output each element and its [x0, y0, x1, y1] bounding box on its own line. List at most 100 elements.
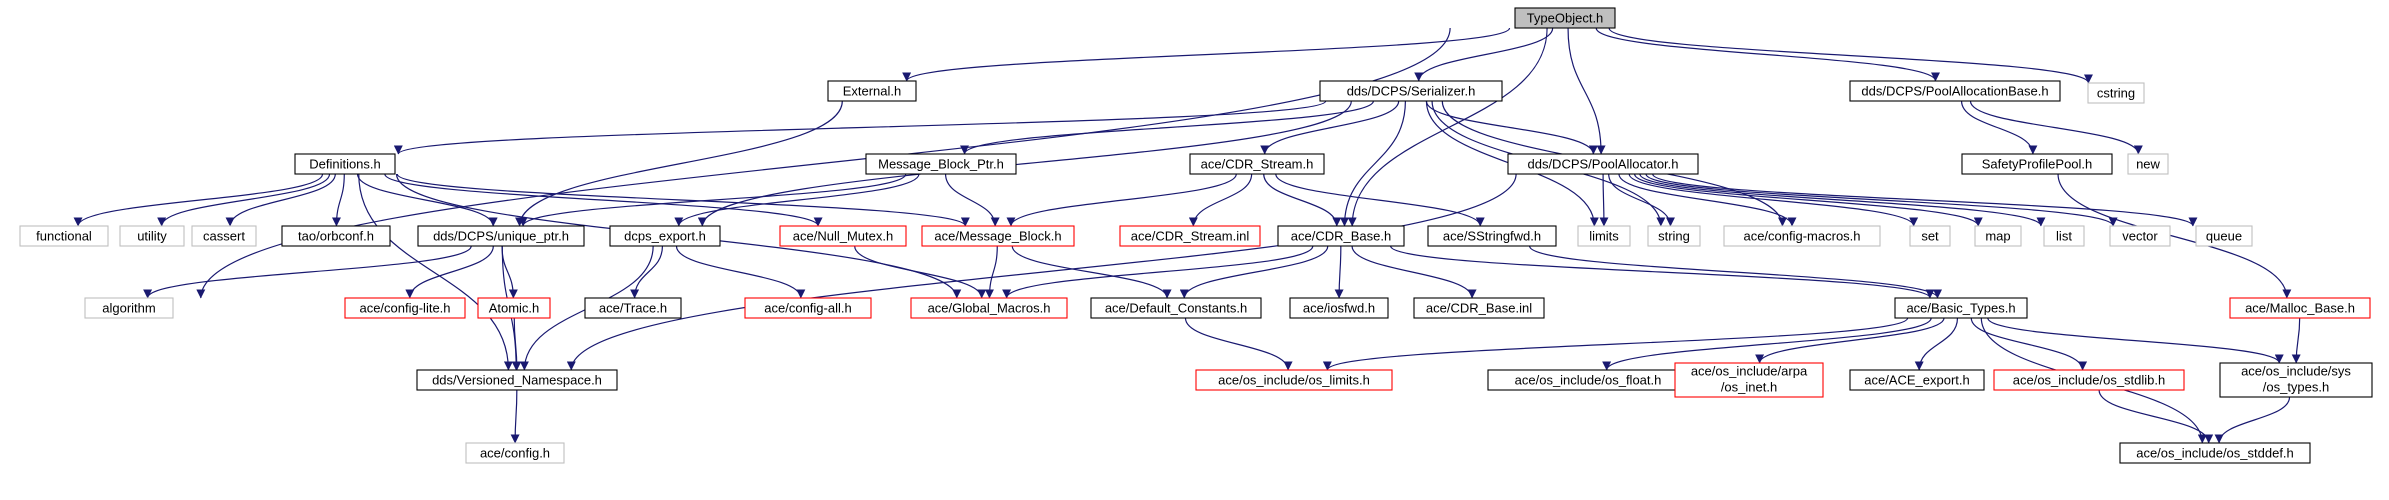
edge-cdrbase-to-defaultconst [1179, 245, 1329, 299]
edge-poolallocbase-to-new [1969, 100, 2143, 155]
node-mallocbase[interactable]: ace/Malloc_Base.h [2229, 297, 2371, 319]
node-box [1189, 153, 1325, 175]
node-cdrstreaminl[interactable]: ace/CDR_Stream.inl [1119, 225, 1261, 247]
node-poolallocator[interactable]: dds/DCPS/PoolAllocator.h [1507, 153, 1699, 175]
node-box [1289, 297, 1389, 319]
node-string[interactable]: string [1647, 225, 1701, 247]
node-box [294, 153, 396, 175]
edge-poolallocator-to-vector [1645, 173, 2118, 227]
edge-poolallocator-to-list [1639, 173, 2046, 227]
node-cstring[interactable]: cstring [2087, 82, 2145, 104]
node-box [281, 225, 391, 247]
node-aceexport[interactable]: ace/ACE_export.h [1849, 369, 1985, 391]
node-configmacros[interactable]: ace/config-macros.h [1723, 225, 1881, 247]
node-cassert[interactable]: cassert [191, 225, 257, 247]
node-queue[interactable]: queue [2195, 225, 2253, 247]
edge-poolallocator-to-limits [1599, 173, 1609, 227]
node-configh[interactable]: ace/config.h [465, 442, 565, 464]
node-label: dds/Versioned_Namespace.h [432, 372, 602, 387]
node-functional[interactable]: functional [19, 225, 109, 247]
node-osstdlib[interactable]: ace/os_include/os_stdlib.h [1993, 369, 2185, 391]
node-box [609, 225, 721, 247]
node-box [2195, 225, 2253, 247]
node-cdrstream[interactable]: ace/CDR_Stream.h [1189, 153, 1325, 175]
node-globalmacros[interactable]: ace/Global_Macros.h [910, 297, 1068, 319]
node-box [191, 225, 257, 247]
node-trace[interactable]: ace/Trace.h [584, 297, 682, 319]
node-box [2043, 225, 2085, 247]
node-map[interactable]: map [1974, 225, 2022, 247]
edge-defaultconst-to-oslimits [1184, 317, 1293, 371]
node-versionedns[interactable]: dds/Versioned_Namespace.h [416, 369, 618, 391]
node-vector[interactable]: vector [2109, 225, 2171, 247]
node-defaultconst[interactable]: ace/Default_Constants.h [1090, 297, 1262, 319]
edge-typeobject-to-external [902, 27, 1511, 82]
node-cdrbase[interactable]: ace/CDR_Base.h [1277, 225, 1405, 247]
edge-atomic-to-versionedns [512, 317, 522, 371]
node-label: Message_Block_Ptr.h [878, 156, 1004, 171]
node-serializer[interactable]: dds/DCPS/Serializer.h [1319, 80, 1503, 102]
node-limits[interactable]: limits [1577, 225, 1631, 247]
node-label: ace/Basic_Types.h [1906, 300, 2015, 315]
node-box [1514, 7, 1616, 29]
edge-cdrbase-to-cdrbaseinl [1351, 245, 1477, 299]
node-configlite[interactable]: ace/config-lite.h [344, 297, 466, 319]
node-label: /os_types.h [2263, 379, 2330, 394]
node-box [19, 225, 109, 247]
node-box [1961, 153, 2113, 175]
node-label: dds/DCPS/unique_ptr.h [433, 228, 569, 243]
node-oslimits[interactable]: ace/os_include/os_limits.h [1195, 369, 1393, 391]
edge-poolallocator-to-queue [1652, 173, 2198, 227]
edge-poolallocator-to-string [1608, 173, 1675, 227]
node-orbconf[interactable]: tao/orbconf.h [281, 225, 391, 247]
node-iosfwd[interactable]: ace/iosfwd.h [1289, 297, 1389, 319]
edge-basictypes-to-oslimits [1323, 317, 1909, 371]
node-messageblock[interactable]: ace/Message_Block.h [921, 225, 1075, 247]
node-utility[interactable]: utility [119, 225, 185, 247]
node-dcpsexport[interactable]: dcps_export.h [609, 225, 721, 247]
node-basictypes[interactable]: ace/Basic_Types.h [1894, 297, 2028, 319]
node-uniqueptr[interactable]: dds/DCPS/unique_ptr.h [417, 225, 585, 247]
node-safetyprofile[interactable]: SafetyProfilePool.h [1961, 153, 2113, 175]
node-external[interactable]: External.h [827, 80, 917, 102]
node-sstringfwd[interactable]: ace/SStringfwd.h [1427, 225, 1557, 247]
edge-sstringfwd-to-basictypes [1528, 245, 1942, 299]
node-cdrbaseinl[interactable]: ace/CDR_Base.inl [1413, 297, 1545, 319]
node-osfloat[interactable]: ace/os_include/os_float.h [1487, 369, 1689, 391]
edge-versionedns-to-configh [510, 389, 520, 444]
node-box [1894, 297, 2028, 319]
node-box [2127, 153, 2169, 175]
node-label: queue [2206, 228, 2242, 243]
node-box [1647, 225, 1701, 247]
node-box [910, 297, 1068, 319]
node-box [2119, 442, 2311, 464]
edge-basictypes-to-osfloat [1602, 317, 1932, 371]
node-nullmutex[interactable]: ace/Null_Mutex.h [779, 225, 907, 247]
node-configall[interactable]: ace/config-all.h [744, 297, 872, 319]
node-set[interactable]: set [1909, 225, 1951, 247]
node-label: string [1658, 228, 1690, 243]
node-label: ace/SStringfwd.h [1443, 228, 1541, 243]
node-algorithm[interactable]: algorithm [84, 297, 174, 319]
node-label: ace/iosfwd.h [1303, 300, 1375, 315]
node-msgblockptr[interactable]: Message_Block_Ptr.h [865, 153, 1017, 175]
node-label: ace/config.h [480, 445, 550, 460]
node-label: ace/CDR_Stream.h [1201, 156, 1314, 171]
node-new[interactable]: new [2127, 153, 2169, 175]
edge-messageblock-to-globalmacros [984, 245, 998, 299]
node-box [1909, 225, 1951, 247]
node-definitions[interactable]: Definitions.h [294, 153, 396, 175]
edge-poolallocator-to-configmacros [1618, 173, 1797, 227]
node-poolallocbase[interactable]: dds/DCPS/PoolAllocationBase.h [1849, 80, 2061, 102]
edge-external-to-uniqueptr [515, 100, 843, 227]
edge-typeobject-to-poolallocbase [1595, 27, 1940, 82]
edge-poolallocator-to-versionedns [566, 173, 1517, 371]
node-osinet[interactable]: ace/os_include/arpa/os_inet.h [1674, 362, 1824, 398]
node-atomic[interactable]: Atomic.h [477, 297, 551, 319]
node-list[interactable]: list [2043, 225, 2085, 247]
edge-definitions-to-cassert [225, 173, 336, 227]
node-osstddef[interactable]: ace/os_include/os_stddef.h [2119, 442, 2311, 464]
node-label: map [1985, 228, 2010, 243]
node-typeobject[interactable]: TypeObject.h [1514, 7, 1616, 29]
node-ostypes[interactable]: ace/os_include/sys/os_types.h [2219, 362, 2373, 398]
